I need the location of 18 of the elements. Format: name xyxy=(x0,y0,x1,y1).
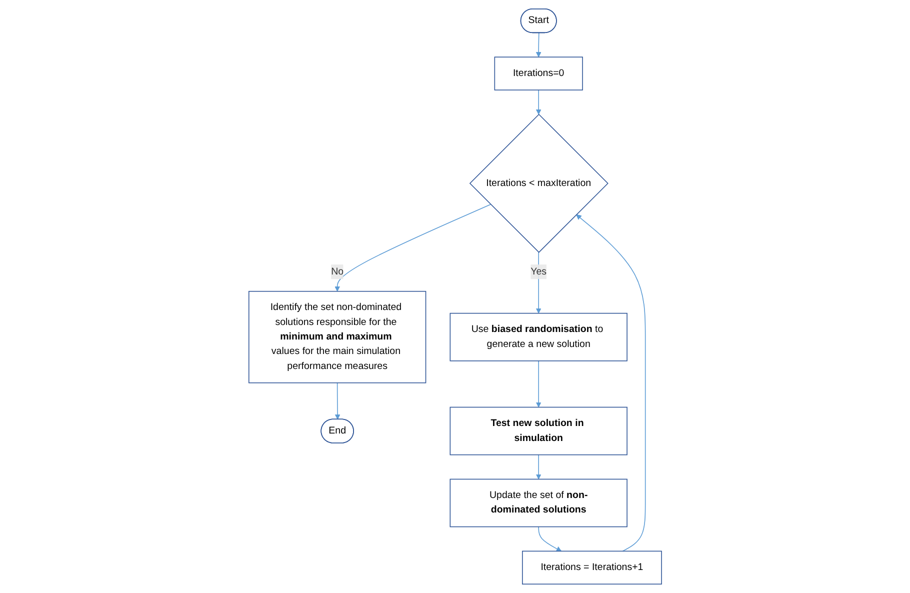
node-box: Iterations = Iterations+1 xyxy=(522,550,662,584)
arrow xyxy=(536,252,542,314)
edge-label: No xyxy=(330,266,344,277)
node-box: Update the set of non-dominated solutions xyxy=(450,478,628,528)
arrow xyxy=(536,454,542,480)
edge-label: Yes xyxy=(530,266,546,277)
arrow xyxy=(536,32,542,58)
node-diamond: Iterations < maxIteration xyxy=(469,114,608,253)
arrow xyxy=(536,360,542,408)
arrow xyxy=(334,382,340,420)
arrow xyxy=(536,90,542,115)
node-box: Test new solution in simulation xyxy=(450,406,628,456)
node-box: Identify the set non-dominated solutions responsible for the minimum and maximum values for the main simulation performance measures xyxy=(248,290,426,384)
node-box: Use biased randomisation to generate a new solution xyxy=(450,312,628,362)
node-box: Iterations=0 xyxy=(494,56,583,90)
arrow xyxy=(538,526,562,552)
arrow xyxy=(576,214,646,552)
arrow xyxy=(334,204,491,292)
